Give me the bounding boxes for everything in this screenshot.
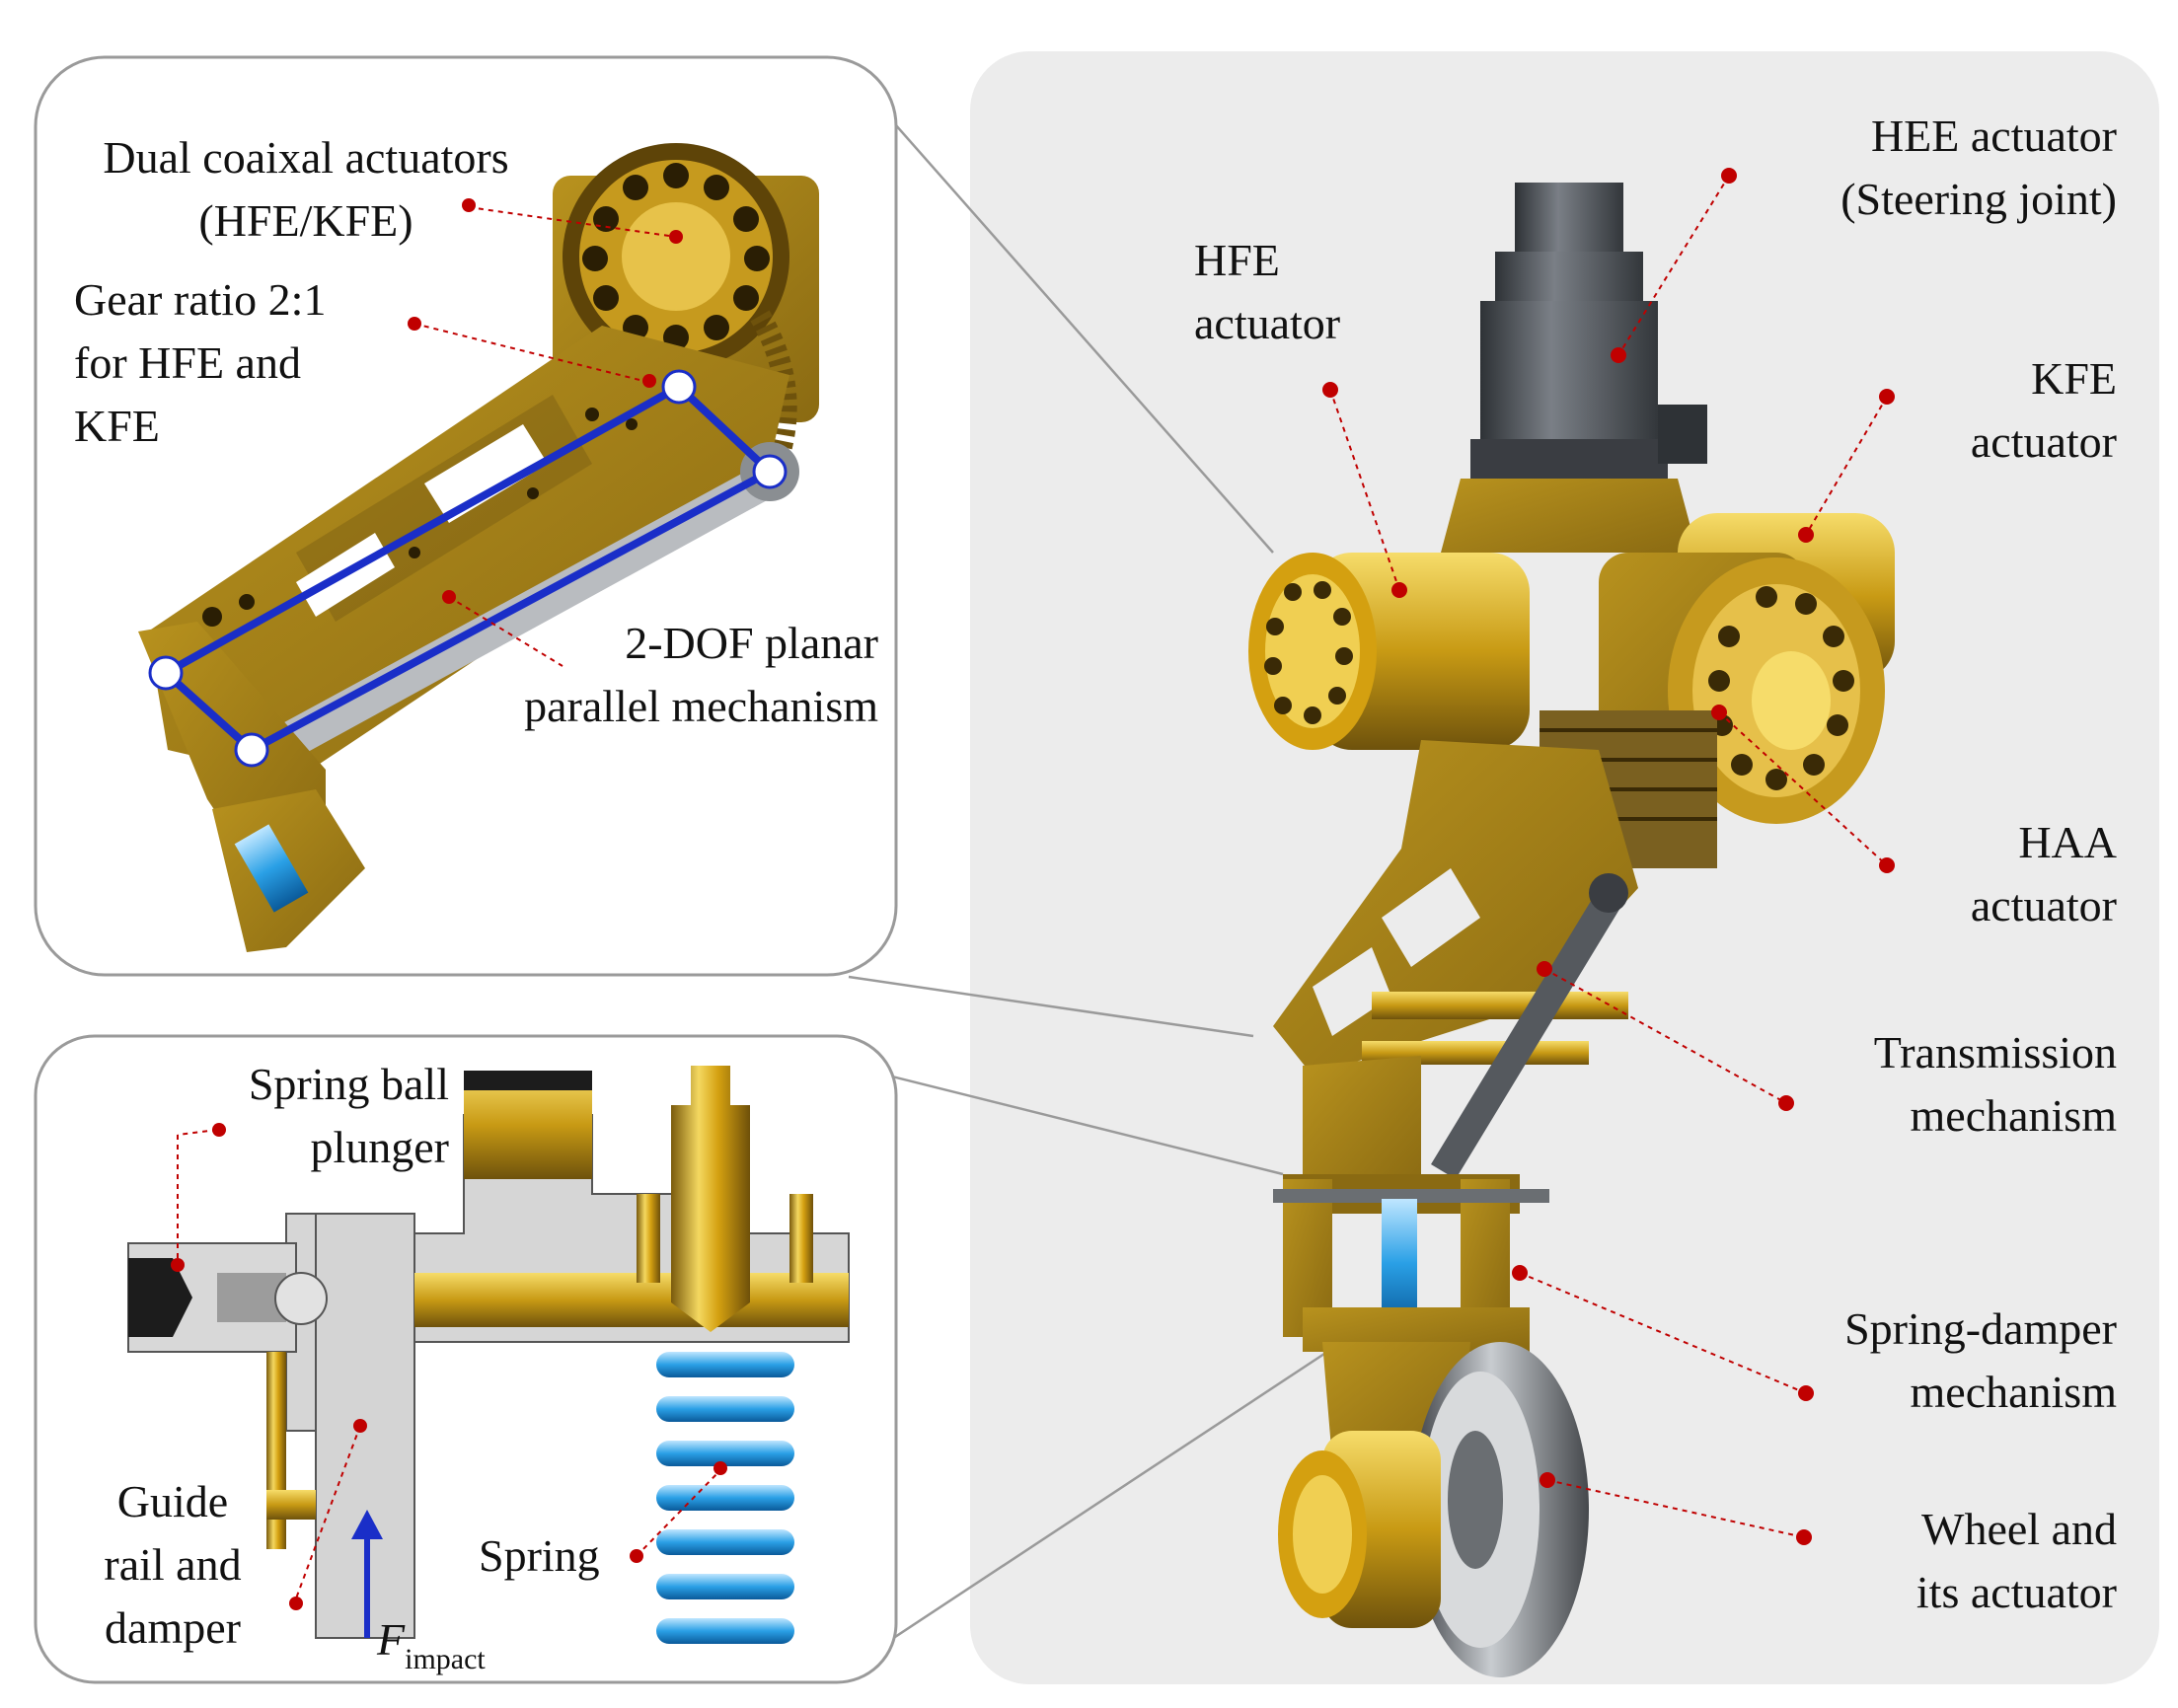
label-gear-ratio-line3: KFE — [74, 401, 160, 451]
label-haa-line2: actuator — [1970, 880, 2117, 930]
linkage-leader-dots — [408, 198, 683, 604]
linkage-joints — [148, 369, 788, 768]
label-force-symbol: F — [377, 1614, 406, 1665]
section-spring — [656, 1352, 794, 1644]
label-spring-damper: Spring-damper mechanism — [1722, 1298, 2117, 1424]
label-kfe-actuator: KFE actuator — [1821, 347, 2117, 474]
label-force-subscript: impact — [405, 1643, 486, 1675]
label-transmission-line2: mechanism — [1910, 1090, 2118, 1141]
label-wheel-actuator: Wheel and its actuator — [1722, 1498, 2117, 1624]
label-dual-coaxial: Dual coaixal actuators (HFE/KFE) — [59, 126, 553, 253]
label-hfe-line1: HFE — [1194, 235, 1280, 285]
hee-actuator-body — [1515, 183, 1623, 252]
label-spring-damper-line2: mechanism — [1910, 1367, 2118, 1417]
label-hee-actuator: HEE actuator (Steering joint) — [1678, 105, 2117, 231]
label-gear-ratio-line2: for HFE and — [74, 337, 301, 388]
label-kfe-line2: actuator — [1970, 416, 2117, 467]
shank — [1303, 1056, 1421, 1194]
label-spring: Spring — [479, 1524, 600, 1588]
label-gear-ratio: Gear ratio 2:1 for HFE and KFE — [74, 268, 326, 458]
label-2dof: 2-DOF planar parallel mechanism — [444, 612, 878, 738]
wheel-actuator — [1278, 1431, 1441, 1628]
label-dual-coaxial-line1: Dual coaixal actuators — [103, 132, 509, 183]
label-hee-line1: HEE actuator — [1870, 111, 2117, 161]
label-guide-line2: rail and — [104, 1539, 242, 1590]
label-dual-coaxial-line2: (HFE/KFE) — [198, 195, 413, 246]
label-2dof-line2: parallel mechanism — [524, 681, 878, 731]
linkage-render — [138, 143, 819, 952]
label-spring-damper-line1: Spring-damper — [1844, 1303, 2117, 1354]
label-haa-actuator: HAA actuator — [1821, 811, 2117, 937]
haa-actuator-body — [1599, 553, 1885, 824]
label-force-impact: Fimpact — [377, 1608, 486, 1677]
label-hfe-line2: actuator — [1194, 298, 1341, 348]
main-leg-render — [1248, 183, 1895, 1677]
linkage-leader-lines — [413, 206, 677, 667]
label-wheel-line1: Wheel and — [1921, 1504, 2117, 1554]
main-leader-lines — [1329, 175, 1888, 1538]
label-guide-line3: damper — [105, 1602, 241, 1653]
section-leader-dots — [171, 1123, 727, 1610]
label-2dof-line1: 2-DOF planar — [625, 618, 878, 668]
hfe-actuator-body — [1248, 553, 1530, 750]
label-spring-ball-plunger: Spring ball plunger — [192, 1053, 449, 1179]
label-hee-line2: (Steering joint) — [1840, 174, 2117, 224]
label-transmission: Transmission mechanism — [1722, 1021, 2117, 1148]
label-wheel-line2: its actuator — [1915, 1567, 2117, 1617]
label-guide-line1: Guide — [116, 1476, 229, 1526]
label-spring-ball-line2: plunger — [310, 1122, 449, 1172]
label-guide-rail: Guide rail and damper — [79, 1470, 266, 1660]
spring-damper-unit — [1273, 1174, 1549, 1352]
main-leader-dots — [1322, 168, 1895, 1545]
label-kfe-line1: KFE — [2031, 353, 2117, 404]
label-transmission-line1: Transmission — [1873, 1027, 2117, 1077]
label-spring-text: Spring — [479, 1530, 600, 1581]
impact-force-arrow — [351, 1510, 383, 1638]
label-gear-ratio-line1: Gear ratio 2:1 — [74, 274, 327, 325]
label-haa-line1: HAA — [2018, 817, 2117, 867]
label-hfe-actuator: HFE actuator — [1194, 229, 1340, 355]
push-rod — [1431, 888, 1623, 1179]
callout-connector-lines — [848, 115, 1328, 1670]
label-spring-ball-line1: Spring ball — [248, 1059, 449, 1109]
wheel — [1411, 1342, 1589, 1677]
section-leader-lines — [177, 1129, 721, 1599]
